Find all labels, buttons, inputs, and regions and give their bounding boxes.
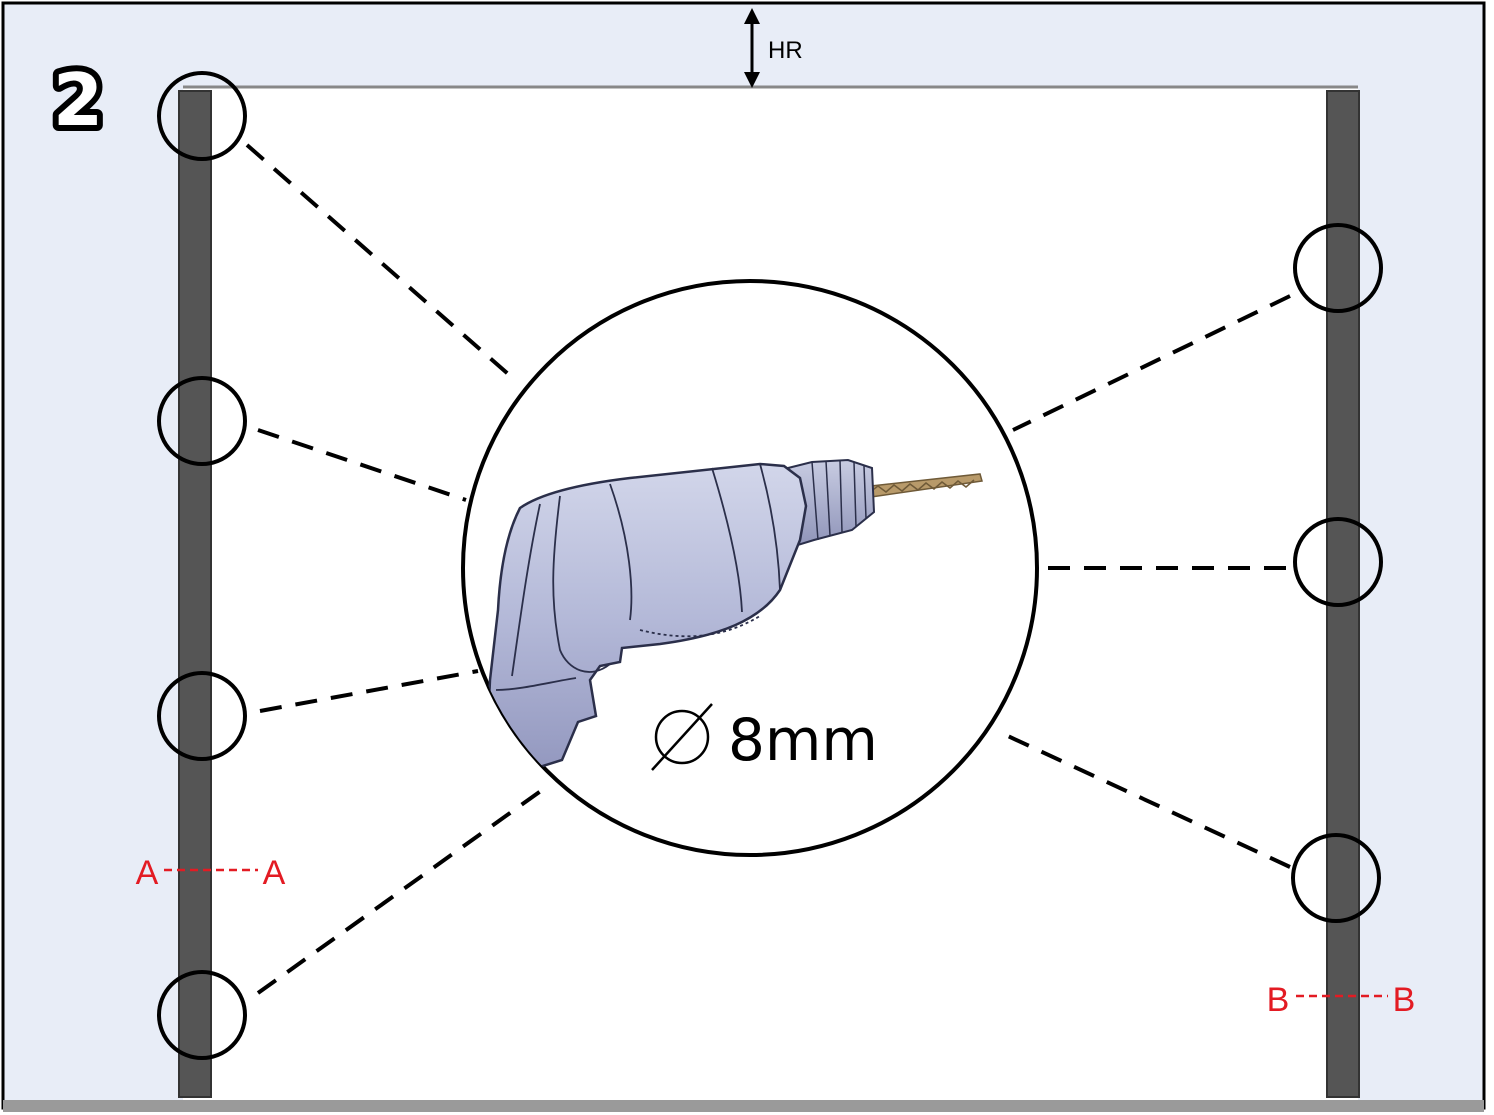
hole-markers — [157, 71, 1383, 1060]
hole-marker-circle — [157, 970, 247, 1060]
hole-marker-circle — [1291, 833, 1381, 923]
leader-line — [245, 143, 517, 382]
drill-icon — [486, 458, 983, 772]
section-marker-b: B B — [1267, 981, 1416, 1019]
hr-dimension-label: HR — [768, 37, 803, 64]
hole-marker-circle — [157, 671, 247, 761]
leader-line — [256, 786, 547, 995]
section-a-left-label: A — [136, 854, 159, 892]
hole-marker-circle — [157, 71, 247, 161]
leader-line — [996, 729, 1291, 869]
leader-lines — [245, 143, 1291, 995]
hole-marker-circle — [1293, 517, 1383, 607]
hole-marker-circle — [1293, 223, 1383, 313]
section-a-right-label: A — [263, 854, 286, 892]
section-b-left-label: B — [1267, 981, 1290, 1019]
drill-diameter-label: 8mm — [728, 706, 878, 774]
section-marker-a: A A — [136, 854, 286, 892]
step-number: 2 — [53, 58, 103, 142]
hr-dimension-arrow — [744, 8, 760, 88]
section-b-right-label: B — [1393, 981, 1416, 1019]
left-rail — [178, 90, 212, 1098]
diameter-icon — [651, 703, 713, 771]
leader-line — [1012, 294, 1291, 432]
leader-line — [257, 428, 467, 502]
leader-line — [259, 669, 479, 713]
right-rail — [1326, 90, 1360, 1098]
hole-marker-circle — [157, 376, 247, 466]
bottom-shelf — [3, 1100, 1484, 1112]
